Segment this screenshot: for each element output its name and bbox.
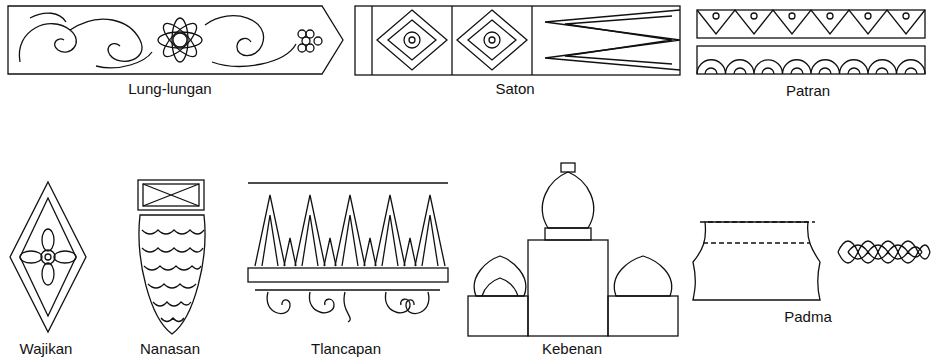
caption-label: Kebenan	[542, 340, 602, 358]
pineapple-ornament	[138, 180, 205, 334]
tlancapan-ornament	[248, 183, 448, 322]
saton-ornament	[355, 6, 680, 75]
caption-label: Padma	[784, 308, 832, 326]
caption-label: Wajikan	[20, 340, 73, 358]
vine-ornament	[8, 6, 343, 74]
lotus-ornament	[693, 222, 930, 300]
caption-label: Lung-lungan	[128, 80, 211, 98]
diamond-ornament	[10, 182, 86, 332]
caption-label: Tlancapan	[311, 340, 381, 358]
patran-ornament	[697, 10, 925, 74]
caption-label: Patran	[786, 82, 830, 100]
kebenan-ornament	[468, 163, 678, 336]
caption-label: Saton	[495, 80, 534, 98]
caption-label: Nanasan	[140, 340, 200, 358]
